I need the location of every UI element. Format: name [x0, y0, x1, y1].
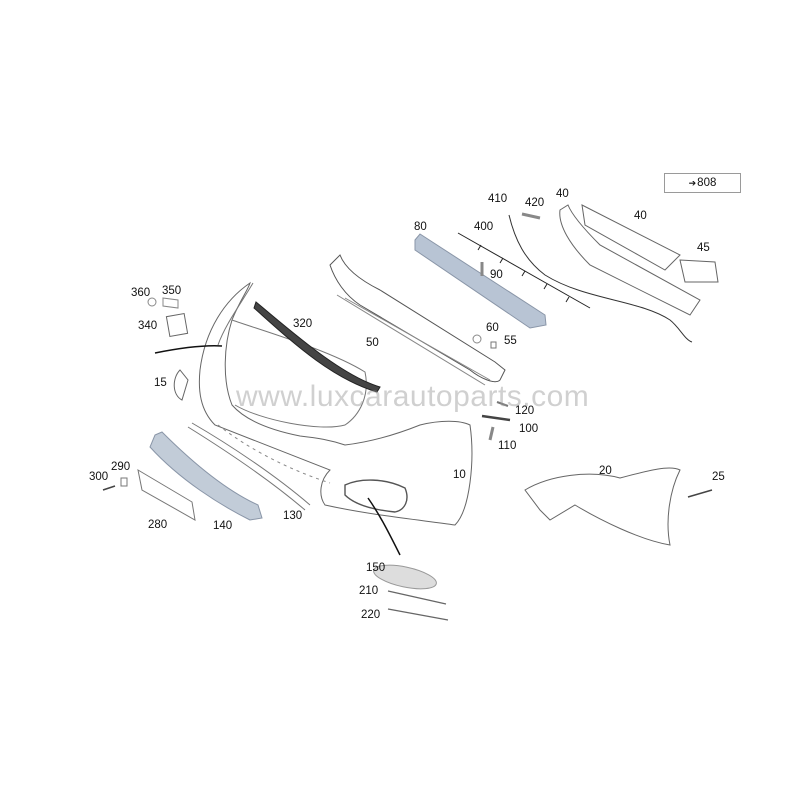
part-label-340[interactable]: 340	[138, 320, 158, 332]
bumper-bracket-drawing	[524, 467, 681, 546]
part-label-410[interactable]: 410	[488, 193, 508, 205]
cable-drawing	[508, 214, 693, 343]
rivet-420-drawing	[521, 212, 541, 220]
part-label-50[interactable]: 50	[366, 337, 379, 349]
control-unit-drawing	[165, 313, 189, 337]
clip-110-drawing	[488, 426, 495, 441]
lower-trim-drawing	[187, 422, 311, 511]
reference-808-box[interactable]: ➔ 808	[664, 173, 741, 193]
part-label-300[interactable]: 300	[89, 471, 109, 483]
part-label-400[interactable]: 400	[474, 221, 494, 233]
arrow-right-icon: ➔	[688, 177, 697, 188]
part-label-280[interactable]: 280	[148, 519, 168, 531]
part-label-45[interactable]: 45	[697, 242, 710, 254]
part-label-150[interactable]: 150	[366, 562, 386, 574]
tow-hook-cover-drawing	[173, 369, 189, 401]
part-label-220[interactable]: 220	[361, 609, 381, 621]
part-label-20[interactable]: 20	[599, 465, 612, 477]
part-label-60[interactable]: 60	[486, 322, 499, 334]
part-label-290[interactable]: 290	[111, 461, 131, 473]
upper-support-drawing	[329, 254, 506, 386]
part-label-90[interactable]: 90	[490, 269, 503, 281]
part-label-420[interactable]: 420	[525, 197, 545, 209]
bracket-120-drawing	[496, 401, 509, 407]
part-label-10[interactable]: 10	[453, 469, 466, 481]
bumper-cover-drawing	[198, 281, 473, 526]
pointer-line-15	[154, 345, 223, 354]
part-label-110[interactable]: 110	[498, 440, 517, 452]
reference-label: 808	[697, 177, 717, 189]
part-label-40a[interactable]: 40	[556, 188, 569, 200]
screw-300-drawing	[102, 485, 116, 491]
bracket-45-drawing	[679, 259, 719, 283]
part-label-360[interactable]: 360	[131, 287, 151, 299]
wiring-harness-drawing	[457, 232, 591, 309]
part-label-25[interactable]: 25	[712, 471, 725, 483]
trim-210-drawing	[387, 590, 447, 605]
side-grille-drawing	[373, 564, 437, 590]
impact-reinforcement-drawing	[414, 233, 547, 329]
trim-100-drawing	[481, 414, 511, 422]
clip-nut-drawing	[490, 341, 497, 349]
part-label-120[interactable]: 120	[515, 405, 535, 417]
part-label-15[interactable]: 15	[154, 377, 167, 389]
energy-absorber-drawing	[559, 204, 701, 316]
sensor-ring-drawing	[147, 297, 157, 307]
speed-nut-drawing	[472, 334, 482, 344]
pointer-line-150	[367, 497, 401, 556]
part-label-80[interactable]: 80	[414, 221, 427, 233]
trim-220-drawing	[387, 608, 449, 621]
part-label-40b[interactable]: 40	[634, 210, 647, 222]
part-label-100[interactable]: 100	[519, 423, 539, 435]
part-label-55[interactable]: 55	[504, 335, 517, 347]
plate-bracket-drawing	[137, 468, 196, 521]
part-label-350[interactable]: 350	[162, 285, 182, 297]
lower-grille-drawing	[149, 431, 263, 521]
part-label-210[interactable]: 210	[359, 585, 379, 597]
nut-290-drawing	[120, 477, 128, 487]
parking-sensor-drawing	[162, 297, 179, 309]
part-label-320[interactable]: 320	[293, 318, 313, 330]
screw-25-drawing	[687, 489, 713, 498]
part-label-130[interactable]: 130	[283, 510, 303, 522]
seal-strip-drawing	[253, 301, 381, 393]
part-label-140[interactable]: 140	[213, 520, 233, 532]
